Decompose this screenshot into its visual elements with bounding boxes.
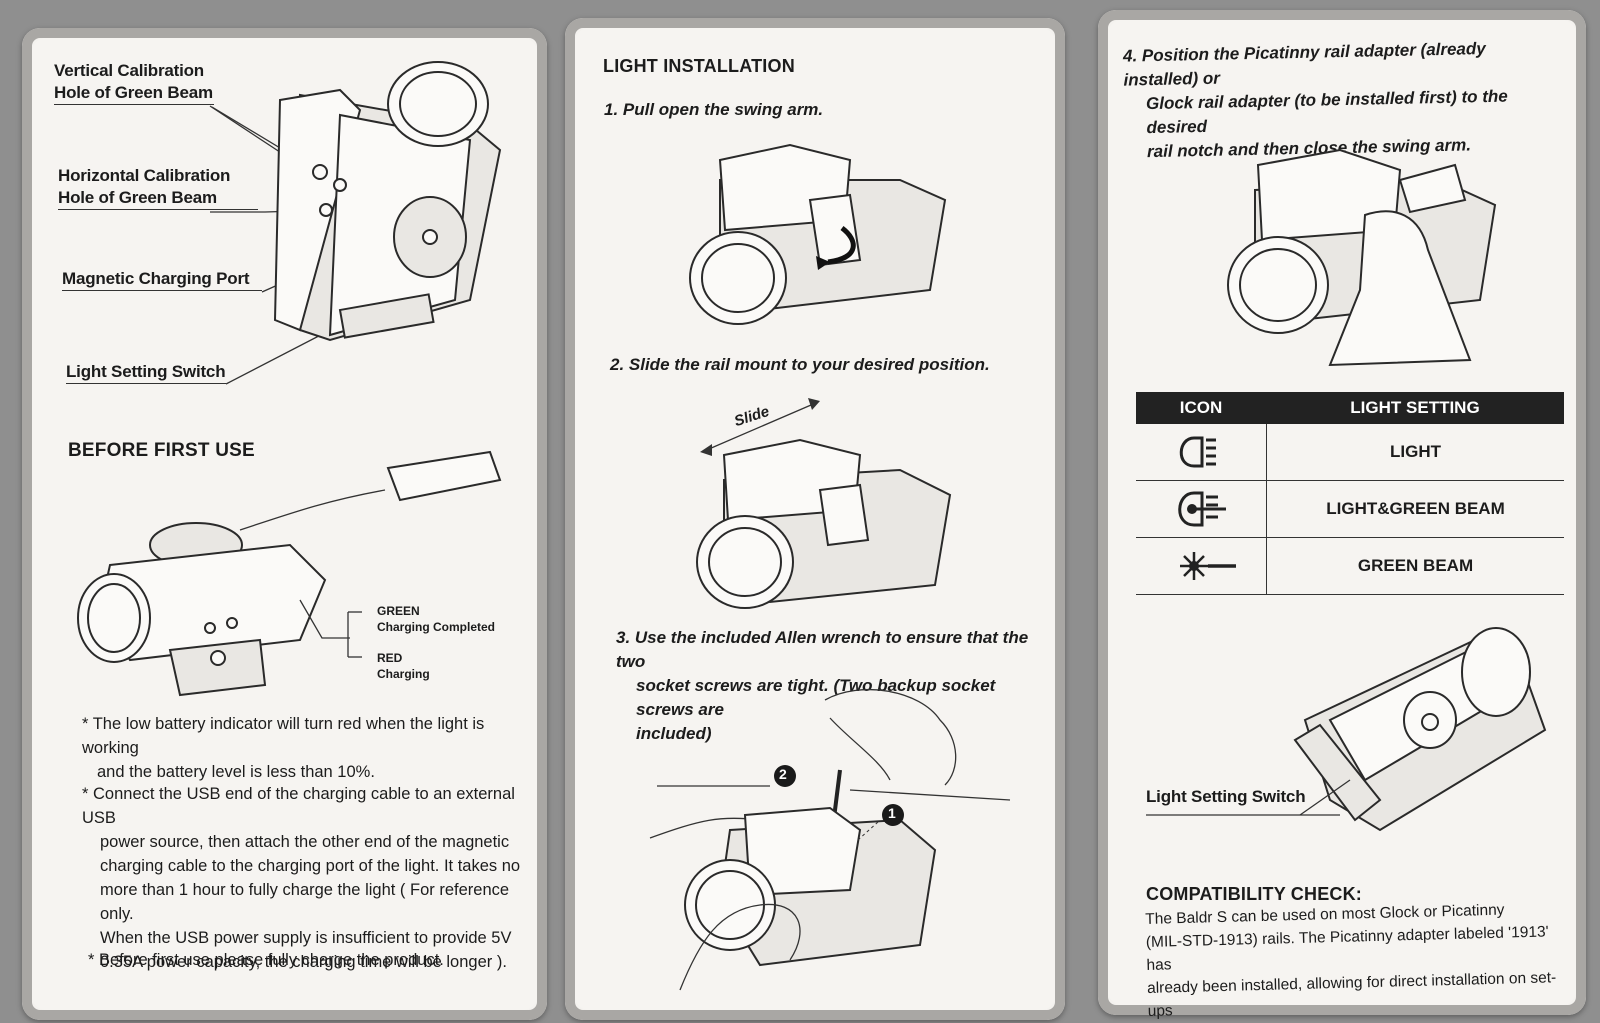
step2-illustration xyxy=(696,398,952,609)
step4-illustration xyxy=(1227,148,1497,367)
flashlight-top-illustration xyxy=(209,61,502,385)
step-1: 1. Pull open the swing arm. xyxy=(604,100,824,119)
step-2: 2. Slide the rail mount to your desired … xyxy=(610,355,990,374)
indicator-green: GREEN Charging Completed xyxy=(377,604,496,634)
before-first-use-heading: BEFORE FIRST USE xyxy=(68,440,255,461)
step3-illustration xyxy=(649,688,1011,991)
callout-light-setting-switch: Light Setting Switch xyxy=(66,361,226,384)
callout-vertical-calibration: Vertical Calibration Hole of Green Beam xyxy=(54,60,214,105)
col-icon-header: ICON xyxy=(1179,398,1223,417)
setting-light-green-beam: LIGHT&GREEN BEAM xyxy=(1326,499,1505,518)
table-row: LIGHT&GREEN BEAM xyxy=(1136,481,1564,538)
light-icon xyxy=(1136,424,1267,480)
charging-illustration xyxy=(77,450,502,697)
callout-horizontal-calibration: Horizontal Calibration Hole of Green Bea… xyxy=(58,165,258,210)
callout-magnetic-charging-port: Magnetic Charging Port xyxy=(62,268,262,291)
note-low-battery: * The low battery indicator will turn re… xyxy=(82,715,485,781)
compatibility-heading: COMPATIBILITY CHECK: xyxy=(1146,884,1362,904)
col-setting-header: LIGHT SETTING xyxy=(1350,398,1480,417)
switch-callout: Light Setting Switch xyxy=(1146,787,1306,806)
marker-2-label: 2 xyxy=(779,766,787,782)
table-row: LIGHT xyxy=(1136,424,1564,481)
note-first-use: * Before first use please fully charge t… xyxy=(88,951,444,969)
light-green-beam-icon xyxy=(1136,481,1267,537)
note-charging: * Connect the USB end of the charging ca… xyxy=(82,785,521,971)
setting-green-beam: GREEN BEAM xyxy=(1357,556,1474,575)
setting-light: LIGHT xyxy=(1390,442,1441,461)
indicator-red: RED Charging xyxy=(377,651,430,681)
step1-illustration xyxy=(689,143,947,325)
step-3: 3. Use the included Allen wrench to ensu… xyxy=(616,628,1029,743)
table-row: GREEN BEAM xyxy=(1136,538,1564,595)
light-installation-heading: LIGHT INSTALLATION xyxy=(603,56,795,76)
switch-illustration xyxy=(1146,627,1547,832)
marker-2-badge xyxy=(774,765,796,787)
compatibility-text: The Baldr S can be used on most Glock or… xyxy=(1145,901,1557,1020)
marker-1-label: 1 xyxy=(888,805,896,821)
light-setting-table: ICON LIGHT SETTING LIGHT LIGH xyxy=(1136,392,1564,595)
table-header: ICON LIGHT SETTING xyxy=(1136,392,1564,424)
green-beam-icon xyxy=(1136,538,1267,594)
marker-1-badge xyxy=(882,804,904,826)
